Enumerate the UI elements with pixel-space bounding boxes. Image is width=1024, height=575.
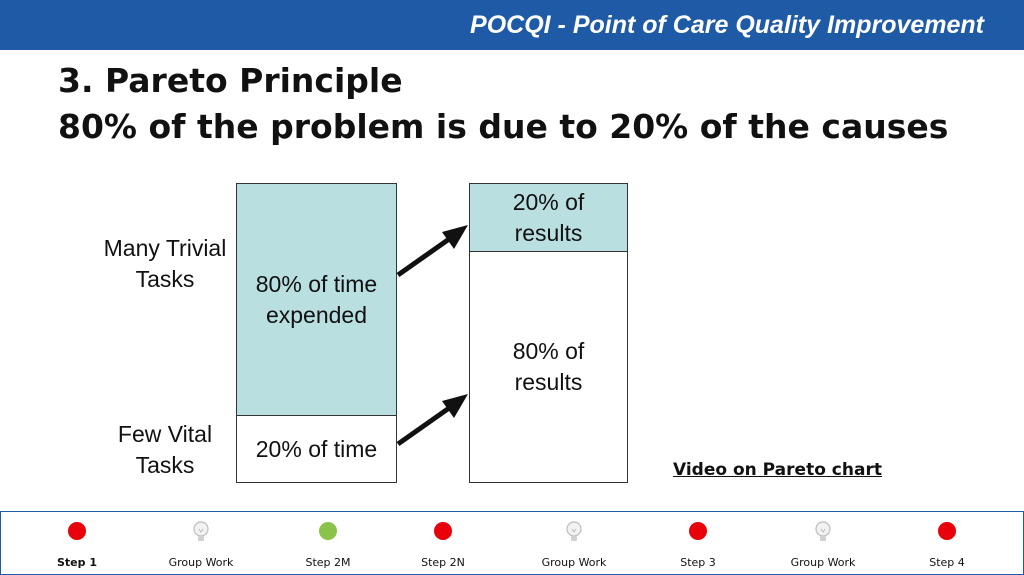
video-pareto-link[interactable]: Video on Pareto chart — [673, 460, 882, 480]
results-box-80-line-2: results — [514, 369, 583, 395]
few-vital-tasks-label: Few Vital Tasks — [94, 419, 236, 481]
results-box-20-line-2: results — [514, 219, 583, 246]
results-box: 20% of results 80% of results — [469, 183, 628, 483]
few-vital-tasks-label-line-1: Few Vital — [117, 421, 213, 447]
step-navigation: Step 1 Group Work Step 2M Step 2N Group … — [0, 511, 1024, 575]
nav-step-2n[interactable]: Step 2N — [383, 512, 503, 574]
many-trivial-tasks-label: Many Trivial Tasks — [94, 233, 236, 295]
nav-step-label: Step 2M — [305, 556, 351, 569]
nav-step-label: Step 2N — [421, 556, 465, 569]
lightbulb-icon — [193, 521, 209, 541]
nav-step-2m[interactable]: Step 2M — [268, 512, 388, 574]
time-box-80-line-1: 80% of time — [255, 270, 378, 297]
heading-line-1: 3. Pareto Principle — [58, 61, 403, 100]
green-dot-icon — [319, 522, 337, 540]
nav-step-label: Group Work — [790, 556, 856, 569]
lightbulb-icon — [815, 521, 831, 541]
nav-step-label: Step 4 — [929, 556, 965, 569]
nav-step-label: Group Work — [541, 556, 607, 569]
nav-step-3[interactable]: Step 3 — [638, 512, 758, 574]
heading-line-2: 80% of the problem is due to 20% of the … — [58, 107, 949, 146]
app-title: POCQI - Point of Care Quality Improvemen… — [470, 11, 984, 39]
many-trivial-tasks-label-line-1: Many Trivial — [103, 235, 227, 261]
red-dot-icon — [938, 522, 956, 540]
upper-arrow-icon — [396, 225, 468, 278]
nav-step-1[interactable]: Step 1 — [17, 512, 137, 574]
red-dot-icon — [689, 522, 707, 540]
nav-step-4[interactable]: Step 4 — [887, 512, 1007, 574]
results-box-20-segment: 20% of results — [470, 184, 627, 252]
time-box-80-segment: 80% of time expended — [237, 184, 396, 416]
few-vital-tasks-label-line-2: Tasks — [135, 452, 195, 478]
time-box-80-line-2: expended — [265, 301, 368, 328]
many-trivial-tasks-label-line-2: Tasks — [135, 266, 195, 292]
red-dot-icon — [434, 522, 452, 540]
results-box-80-line-1: 80% of — [512, 338, 585, 364]
title-bar: POCQI - Point of Care Quality Improvemen… — [0, 0, 1024, 50]
time-box-20-segment: 20% of time — [237, 416, 396, 482]
lower-arrow-icon — [396, 394, 468, 447]
results-box-80-segment: 80% of results — [470, 252, 627, 482]
nav-group-work-2[interactable]: Group Work — [514, 512, 634, 574]
nav-step-label: Step 3 — [680, 556, 716, 569]
time-box: 80% of time expended 20% of time — [236, 183, 397, 483]
nav-group-work-1[interactable]: Group Work — [141, 512, 261, 574]
slide-heading: 3. Pareto Principle 80% of the problem i… — [58, 58, 948, 150]
time-box-20-line-1: 20% of time — [255, 435, 378, 462]
nav-step-label: Step 1 — [57, 556, 97, 569]
nav-group-work-3[interactable]: Group Work — [763, 512, 883, 574]
results-box-20-line-1: 20% of — [512, 188, 585, 215]
nav-step-label: Group Work — [168, 556, 234, 569]
lightbulb-icon — [566, 521, 582, 541]
red-dot-icon — [68, 522, 86, 540]
